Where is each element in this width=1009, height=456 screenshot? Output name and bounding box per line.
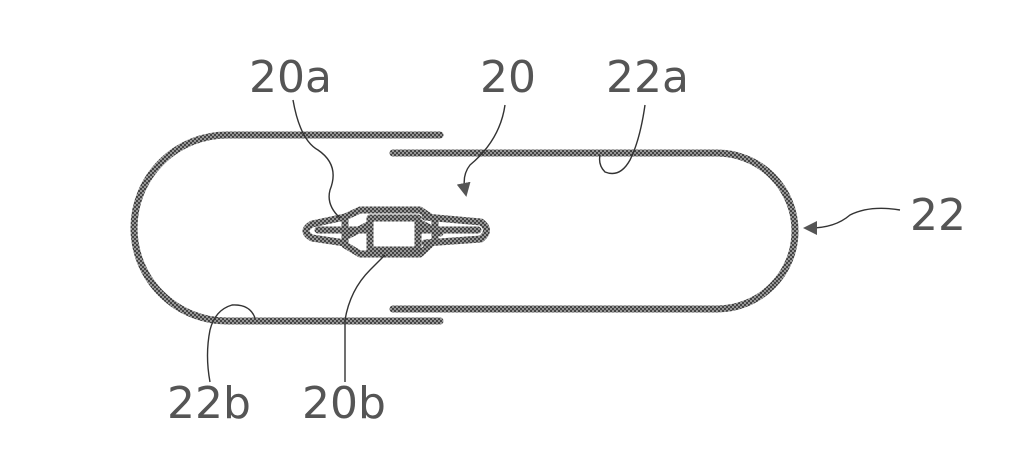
label-20: 20 — [480, 52, 536, 103]
label-20b: 20b — [302, 378, 386, 429]
leader-22 — [810, 208, 900, 228]
leader-20a — [293, 100, 340, 218]
element-20 — [306, 210, 487, 254]
leader-20 — [464, 105, 505, 190]
leader-22b — [208, 305, 256, 382]
element-20b-chip — [370, 218, 418, 250]
label-22a: 22a — [606, 52, 689, 103]
label-20a: 20a — [249, 52, 332, 103]
leader-22a — [600, 105, 645, 174]
label-22b: 22b — [167, 378, 251, 429]
reference-labels: 20a 20 22a 22 22b 20b — [167, 52, 966, 429]
capsule-outer-wall — [134, 135, 440, 321]
label-22: 22 — [910, 190, 966, 241]
